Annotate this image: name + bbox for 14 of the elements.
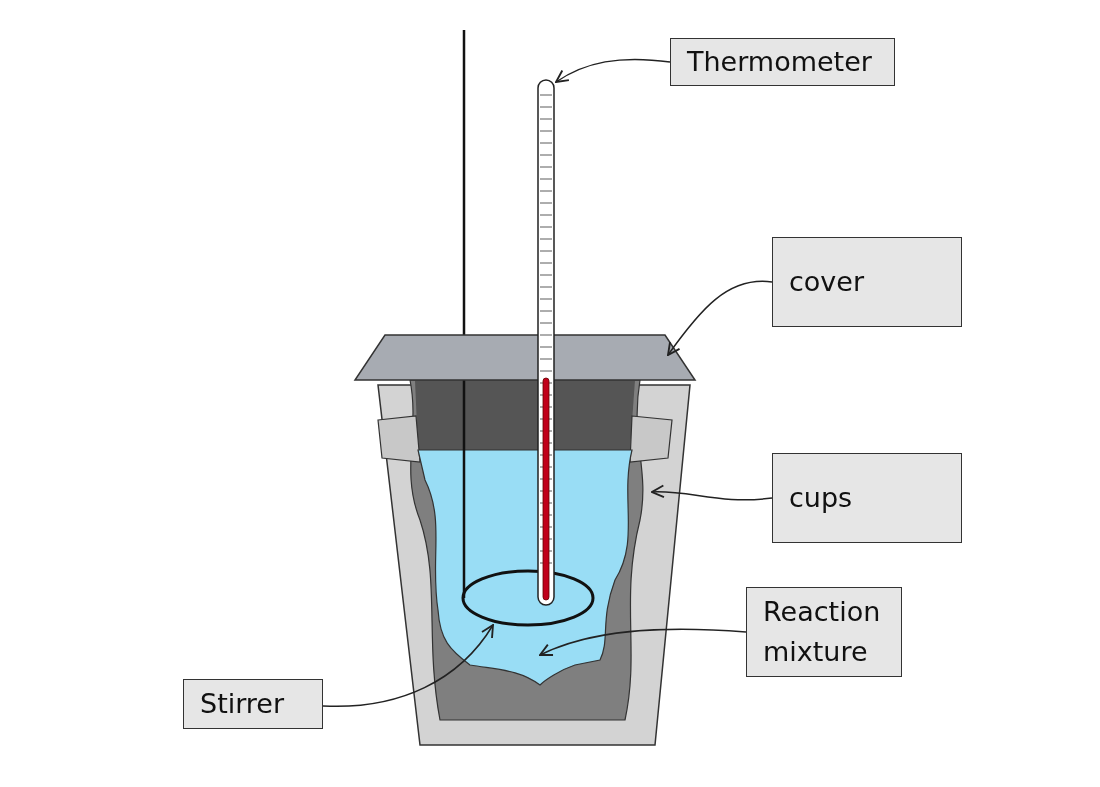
lid-drawing	[353, 334, 697, 381]
part-label: Stirrer	[183, 679, 323, 729]
leader-line	[555, 58, 671, 83]
stirrer-drawing	[461, 30, 595, 627]
leader-line	[322, 624, 494, 708]
part-label: cover	[772, 237, 962, 327]
liquid-drawing	[417, 449, 633, 686]
cups-drawing	[377, 379, 691, 746]
part-label: Thermometer	[670, 38, 895, 86]
part-label: Reaction mixture	[746, 587, 902, 677]
part-label: cups	[772, 453, 962, 543]
leader-line	[667, 280, 773, 356]
leader-line	[539, 628, 747, 657]
leader-line	[651, 485, 773, 501]
